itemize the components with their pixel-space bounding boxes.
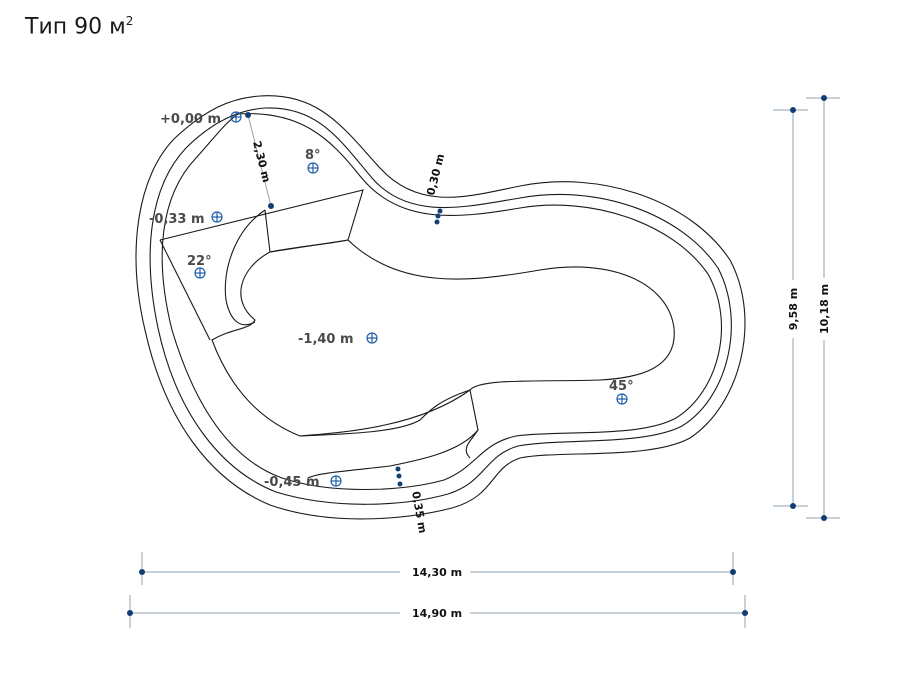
pool-inner-rim [149, 107, 732, 505]
inner-length-label: 14,30 m [412, 566, 462, 579]
outer-length-dimension: 14,90 m [127, 595, 748, 628]
inner-width-label: 9,58 m [787, 288, 800, 330]
step-bench-upper-edge [159, 239, 211, 341]
outer-length-label: 14,90 m [412, 607, 462, 620]
level-marker-1: -0,33 m [149, 211, 223, 227]
level-label: -0,33 m [149, 212, 205, 227]
slope-label: 22° [187, 254, 212, 269]
step-bench-upper-curve [224, 209, 266, 326]
level-marker-3: -0,45 m [264, 475, 342, 490]
pool-outline [135, 95, 746, 520]
step-bench-upper [159, 189, 364, 253]
pool-outer-rim [135, 95, 746, 520]
slope-label: 8° [305, 148, 321, 163]
step-bench-lower-curve [465, 429, 479, 459]
outer-width-label: 10,18 m [818, 284, 831, 334]
pool-deep-zone [211, 239, 675, 437]
level-marker-0: +0,00 m [160, 111, 242, 127]
outer-width-dimension: 10,18 m [806, 95, 840, 521]
slope-marker-1: 22° [187, 254, 212, 279]
slope-marker-2: 45° [609, 379, 634, 405]
slope-marker-0: 8° [305, 148, 321, 174]
pool-coping-edge [161, 113, 722, 490]
step-width-dimension: 2,30 m [245, 112, 274, 209]
rim-top-label: 0,30 m [424, 152, 447, 196]
step-bench-lower [299, 389, 479, 479]
step-width-label: 2,30 m [250, 140, 273, 184]
slope-label: 45° [609, 379, 634, 394]
level-label: -1,40 m [298, 332, 354, 347]
level-label: +0,00 m [160, 112, 221, 127]
rim-bottom-dimension: 0,35 m [395, 466, 429, 534]
level-marker-2: -1,40 m [298, 332, 378, 347]
inner-width-dimension: 9,58 m [773, 107, 808, 509]
inner-length-dimension: 14,30 m [139, 552, 736, 585]
level-label: -0,45 m [264, 475, 320, 490]
page-title: Тип 90 м2 [25, 14, 134, 40]
rim-bottom-label: 0,35 m [409, 490, 429, 534]
